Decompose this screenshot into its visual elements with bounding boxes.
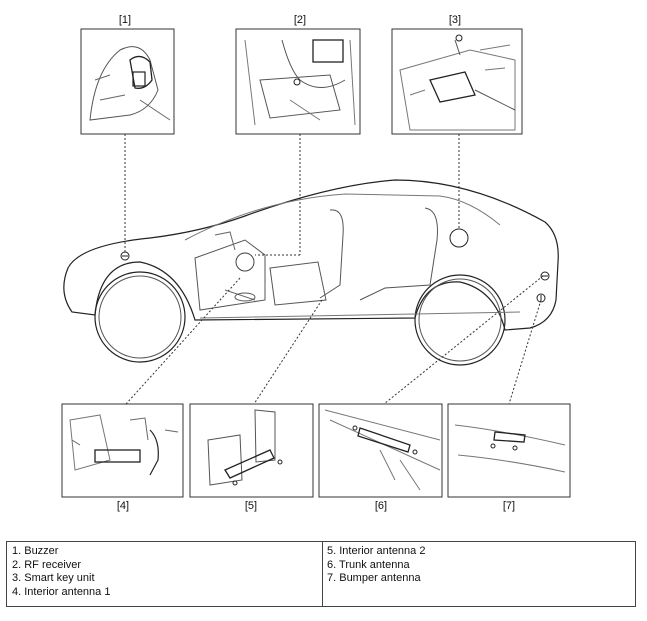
- vehicle-outline: [63, 179, 559, 366]
- detail-panel-trunk-antenna: [318, 403, 443, 498]
- legend-table: 1. Buzzer 2. RF receiver 3. Smart key un…: [6, 541, 636, 607]
- detail-panel-interior-antenna-2: [189, 403, 314, 498]
- legend-divider: [322, 542, 323, 606]
- legend-item-trunk-antenna: 6. Trunk antenna: [327, 558, 410, 571]
- callout-label-1: [1]: [118, 14, 132, 26]
- legend-item-bumper-antenna: 7. Bumper antenna: [327, 572, 421, 585]
- location-marker-smart-key-unit: [449, 228, 469, 248]
- legend-item-smart-key-unit: 3. Smart key unit: [12, 572, 95, 585]
- detail-panel-interior-antenna-1: [61, 403, 184, 498]
- callout-label-6: [6]: [374, 500, 388, 512]
- legend-item-interior-antenna-1: 4. Interior antenna 1: [12, 585, 111, 598]
- callout-label-4: [4]: [116, 500, 130, 512]
- callout-label-2: [2]: [293, 14, 307, 26]
- detail-panel-buzzer: [80, 28, 175, 135]
- legend-item-buzzer: 1. Buzzer: [12, 545, 59, 557]
- callout-label-7: [7]: [502, 500, 516, 512]
- location-marker-trunk-antenna: [540, 271, 550, 281]
- location-marker-buzzer: [120, 251, 130, 261]
- legend-item-rf-receiver: 2. RF receiver: [12, 558, 82, 571]
- legend-item-interior-antenna-2: 5. Interior antenna 2: [327, 545, 426, 557]
- legend-column-right: 5. Interior antenna 2 6. Trunk antenna 7…: [327, 545, 425, 586]
- detail-panel-bumper-antenna: [447, 403, 571, 498]
- detail-panel-rf-receiver: [235, 28, 361, 135]
- legend-column-left: 1. Buzzer 2. RF receiver 3. Smart key un…: [12, 545, 110, 599]
- callout-label-3: [3]: [448, 14, 462, 26]
- callout-label-5: [5]: [244, 500, 258, 512]
- detail-panel-smart-key-unit: [391, 28, 523, 135]
